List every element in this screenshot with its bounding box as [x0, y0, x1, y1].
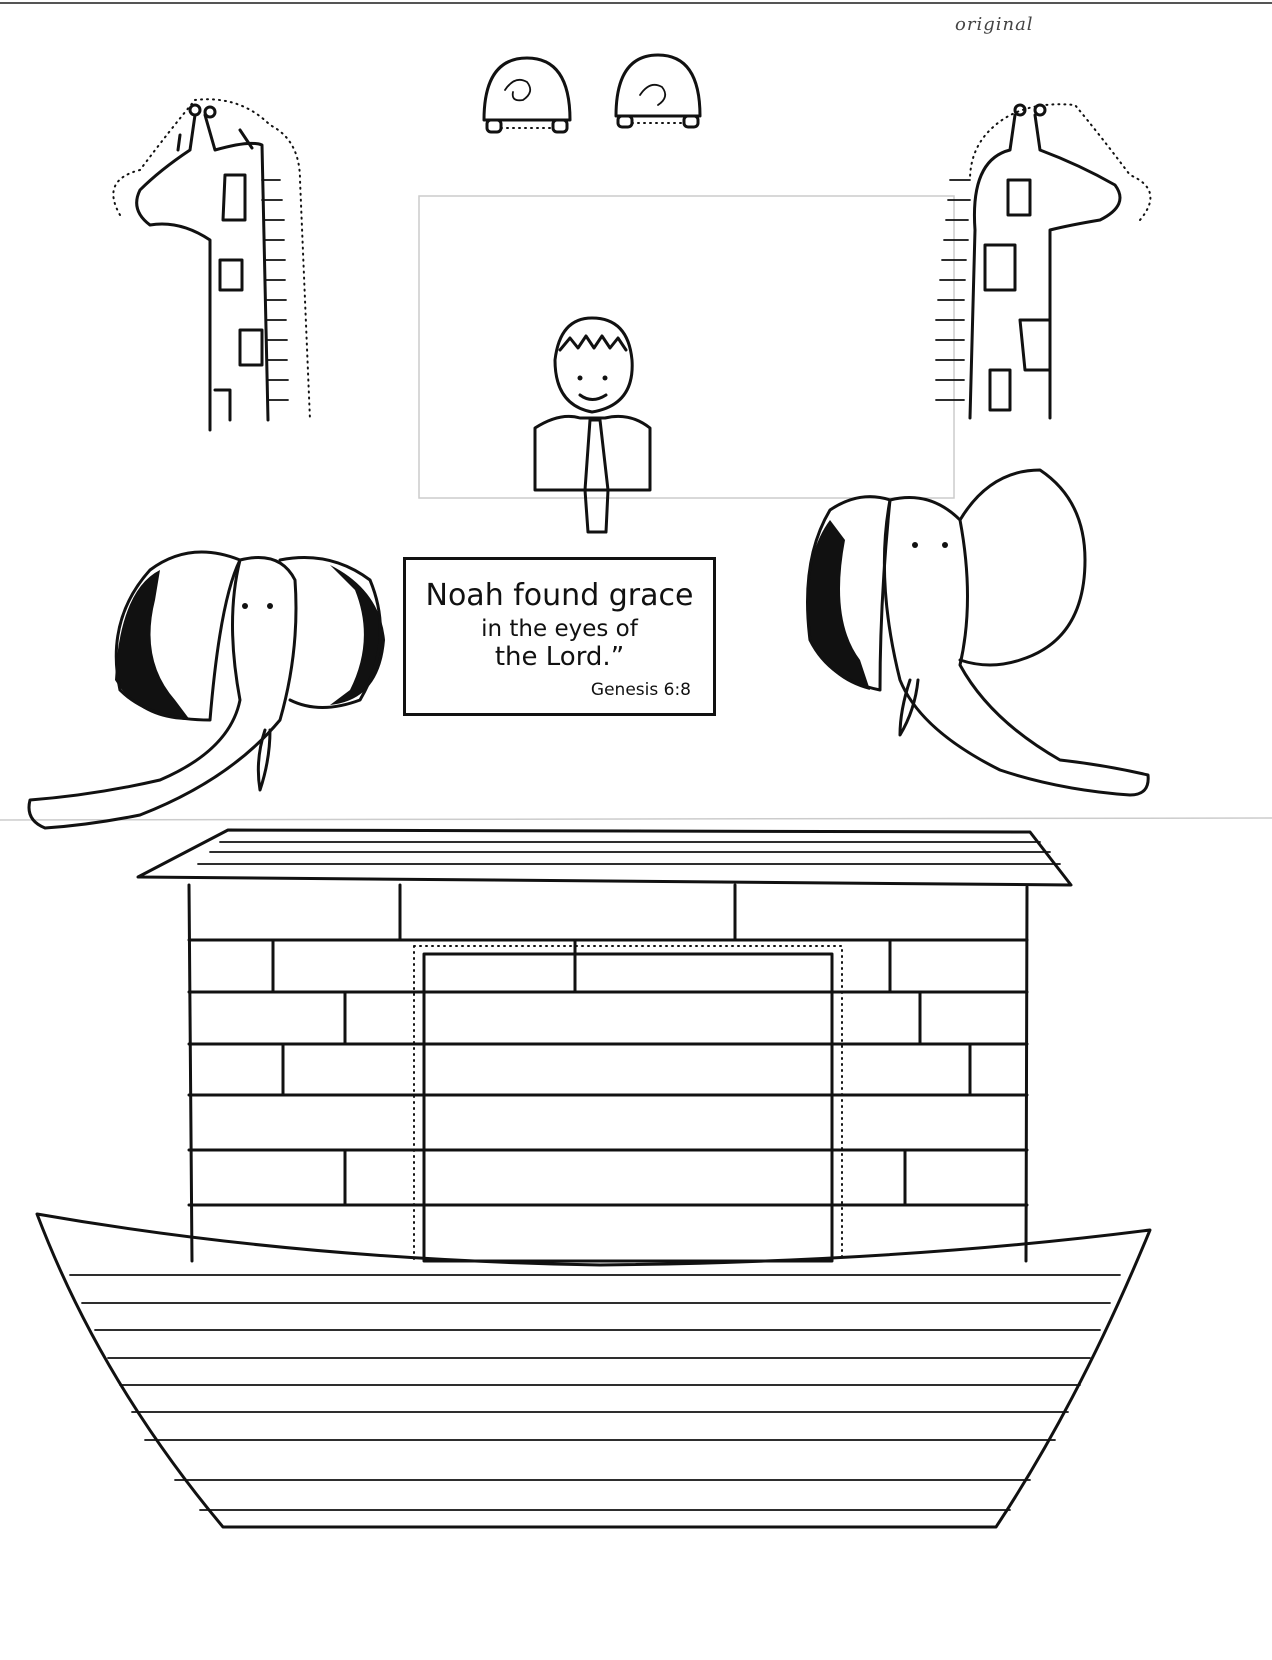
- turtle-left: [482, 56, 572, 134]
- sign-line-3: the Lord.”: [494, 642, 625, 672]
- ark-cabin: [136, 828, 1073, 1263]
- faint-guide-rectangle: [418, 195, 955, 499]
- ark-hull: [35, 1212, 1152, 1529]
- sign-citation: Genesis 6:8: [590, 680, 691, 700]
- noah-figure: [533, 316, 652, 534]
- elephant-right: [806, 468, 1150, 797]
- scripture-sign: Noah found grace in the eyes of the Lord…: [403, 557, 716, 716]
- fold-line: [0, 817, 1272, 821]
- giraffe-right: [935, 103, 1152, 420]
- sign-line-2: in the eyes of: [481, 616, 638, 642]
- elephant-left: [27, 550, 385, 830]
- giraffe-left: [112, 98, 311, 432]
- ark-door: [422, 952, 834, 1263]
- turtle-right: [614, 53, 702, 129]
- corner-note-original: original: [955, 14, 1034, 35]
- sign-line-1: Noah found grace: [425, 578, 694, 613]
